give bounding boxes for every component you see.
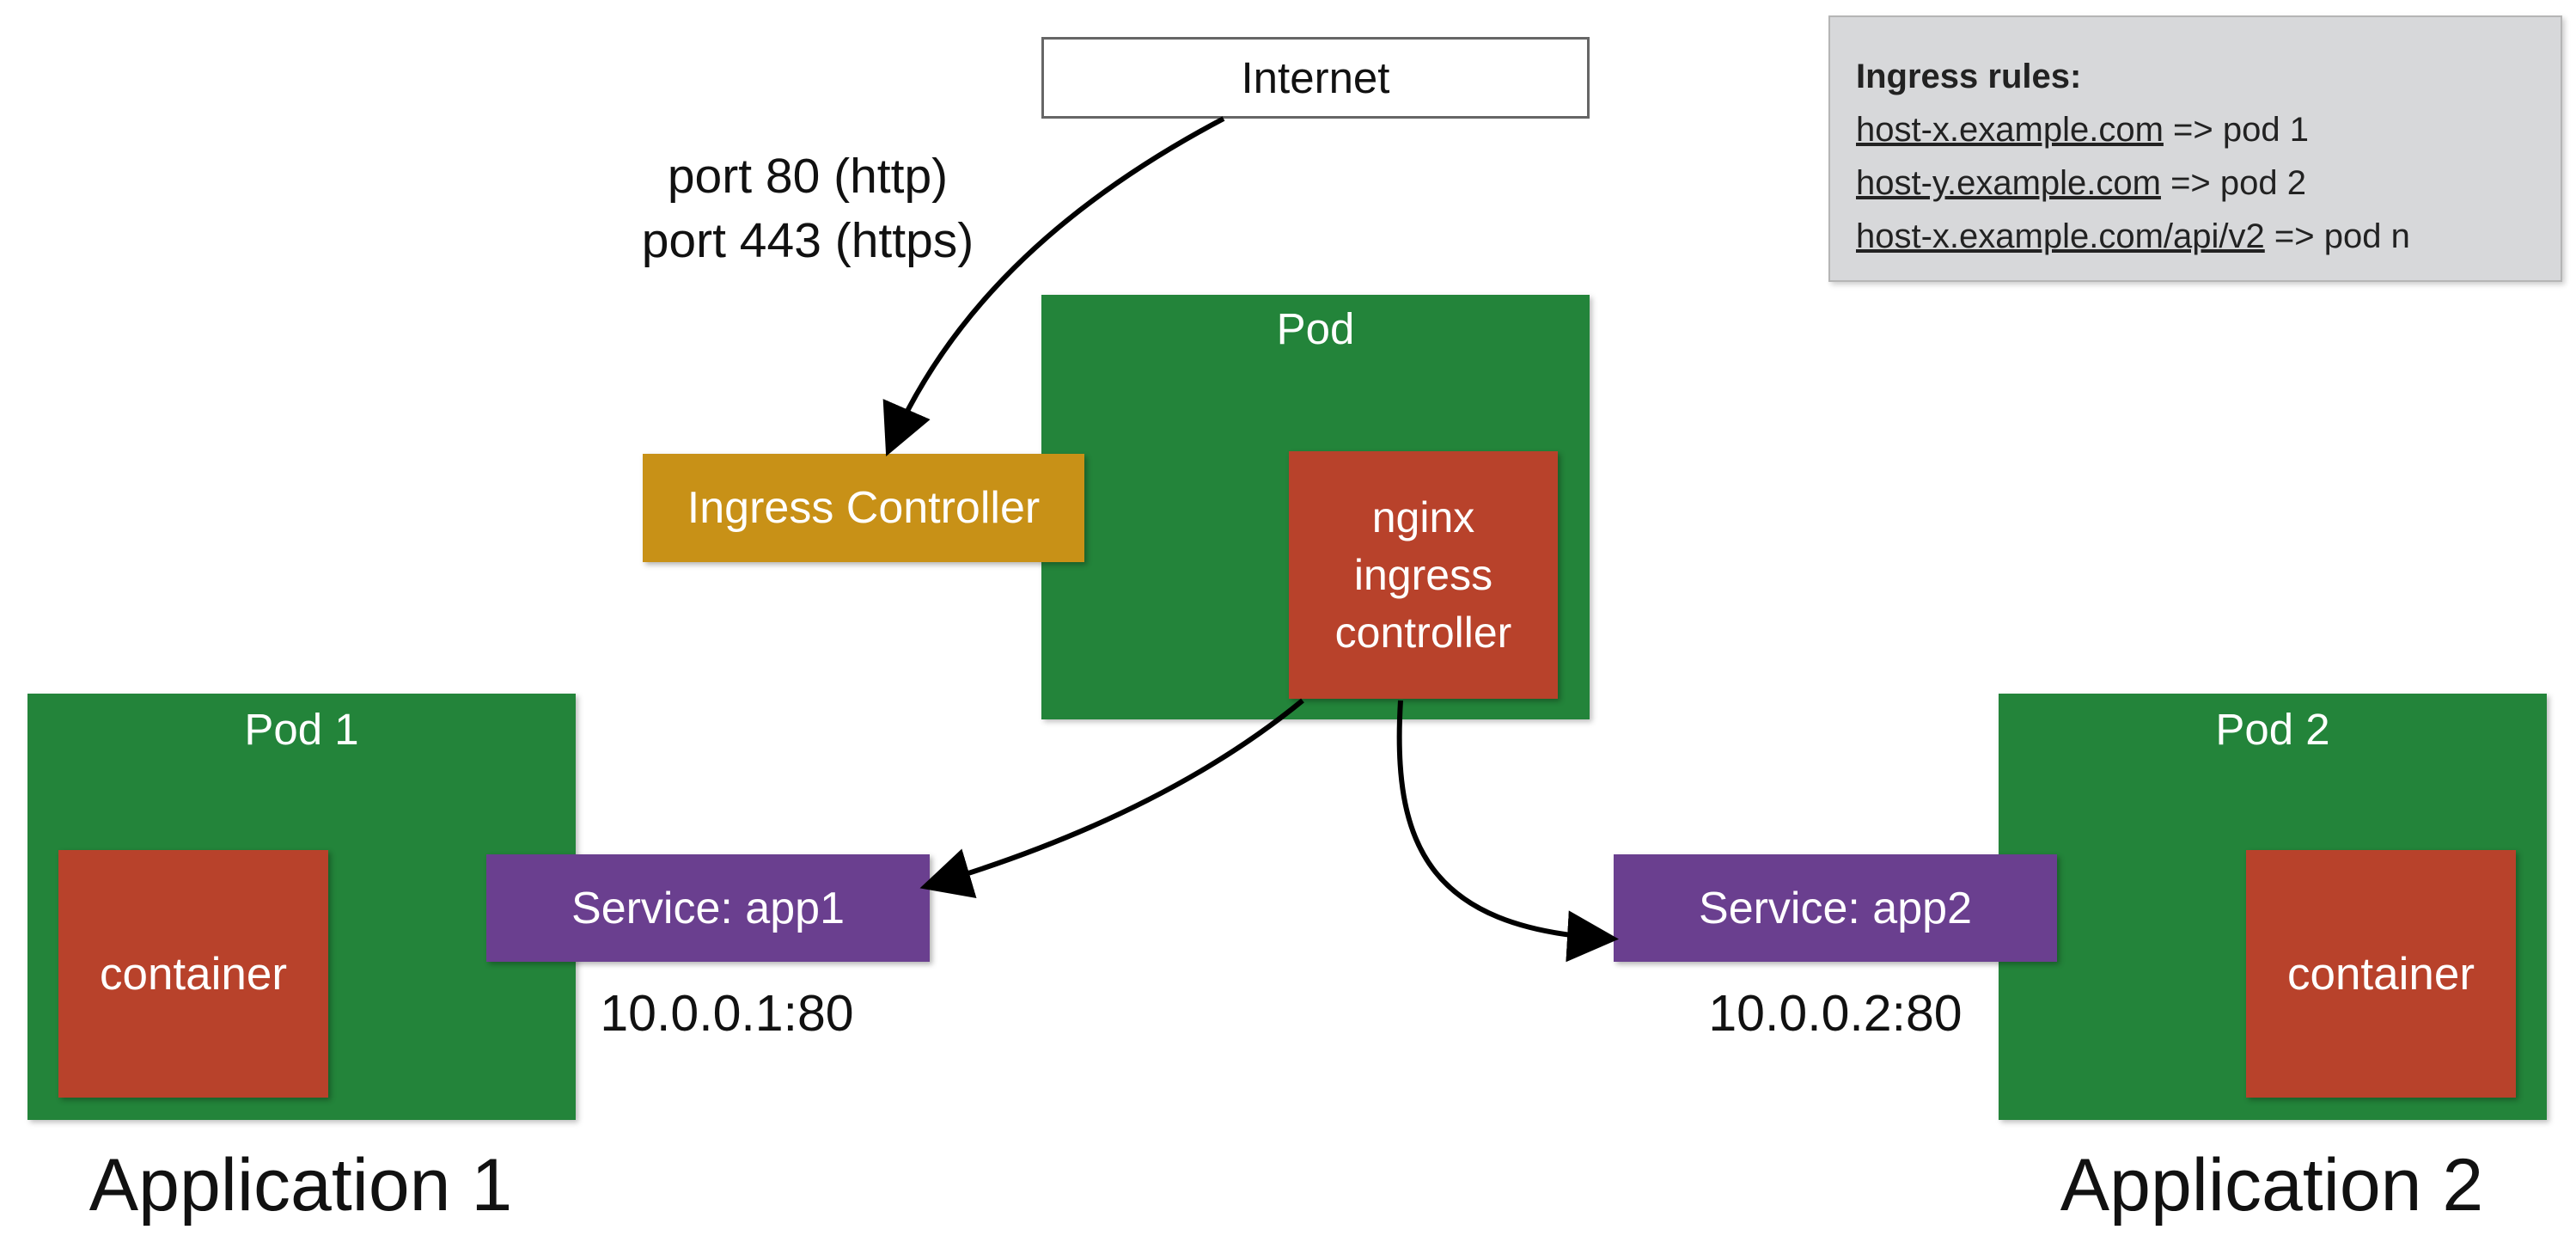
ingress-rule-host: host-x.example.com bbox=[1856, 111, 2164, 149]
ingress-controller-label: Ingress Controller bbox=[687, 483, 1041, 533]
ingress-rules-panel: Ingress rules: host-x.example.com => pod… bbox=[1828, 15, 2562, 282]
service-app1-address: 10.0.0.1:80 bbox=[600, 985, 854, 1042]
internet-box: Internet bbox=[1041, 37, 1590, 119]
arrow-nginx-to-service-app1 bbox=[919, 698, 1304, 899]
ingress-rule-target: => pod 2 bbox=[2160, 164, 2306, 202]
nginx-ingress-controller: nginx ingress controller bbox=[1289, 451, 1558, 699]
arrow-nginx-to-service-app2 bbox=[1396, 700, 1619, 963]
service-app1: Service: app1 bbox=[486, 854, 930, 962]
ingress-rules-title: Ingress rules: bbox=[1856, 58, 2082, 95]
nginx-line-3: controller bbox=[1334, 608, 1512, 657]
internet-label: Internet bbox=[1241, 53, 1390, 102]
pod-2-container-label: container bbox=[2286, 948, 2475, 1000]
ingress-rule-target: => pod n bbox=[2264, 217, 2410, 255]
nginx-line-1: nginx bbox=[1371, 492, 1475, 541]
ingress-rule-target: => pod 1 bbox=[2163, 111, 2309, 149]
pod-2-container: container bbox=[2246, 850, 2516, 1098]
pod-1-container-label: container bbox=[99, 948, 288, 1000]
service-app1-label: Service: app1 bbox=[571, 883, 845, 933]
ingress-rule: host-x.example.com/api/v2 => pod n bbox=[1856, 210, 2561, 263]
service-app2-address: 10.0.0.2:80 bbox=[1708, 985, 1963, 1042]
ingress-rule-host: host-y.example.com bbox=[1856, 164, 2161, 202]
ingress-controller-box: Ingress Controller bbox=[643, 454, 1084, 562]
application-2-label: Application 2 bbox=[2060, 1144, 2484, 1227]
ingress-rule: host-y.example.com => pod 2 bbox=[1856, 156, 2561, 210]
application-1-label: Application 1 bbox=[89, 1144, 513, 1227]
ingress-rule-host: host-x.example.com/api/v2 bbox=[1856, 217, 2265, 255]
ingress-rule: host-x.example.com => pod 1 bbox=[1856, 103, 2561, 156]
pod-main-label: Pod bbox=[1276, 304, 1355, 353]
pod-2-label: Pod 2 bbox=[2215, 705, 2330, 754]
port-https-label: port 443 (https) bbox=[641, 213, 974, 268]
service-app2-label: Service: app2 bbox=[1699, 883, 1972, 933]
pod-1-container: container bbox=[58, 850, 328, 1098]
pod-1-label: Pod 1 bbox=[244, 705, 359, 754]
service-app2: Service: app2 bbox=[1614, 854, 2057, 962]
nginx-line-2: ingress bbox=[1353, 550, 1493, 599]
port-annotation: port 80 (http) port 443 (https) bbox=[584, 144, 1031, 273]
port-http-label: port 80 (http) bbox=[667, 149, 949, 204]
